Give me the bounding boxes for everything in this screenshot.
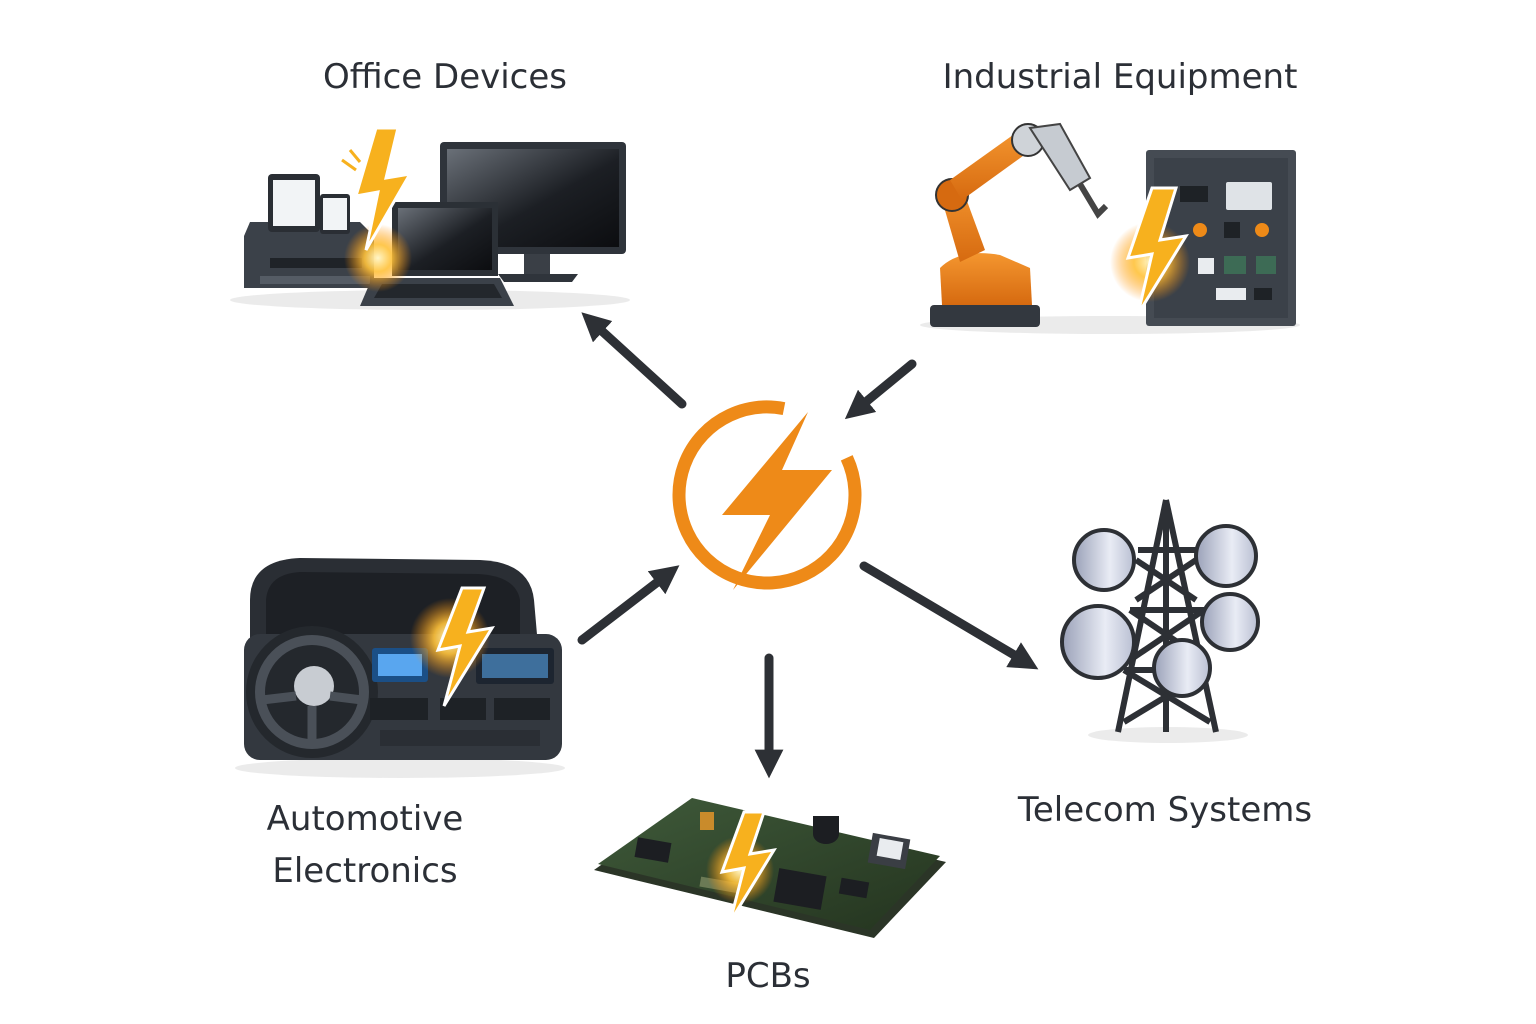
label-pcbs: PCBs (725, 956, 811, 996)
arrow-from-automotive (577, 565, 680, 645)
label-office-devices: Office Devices (322, 57, 568, 97)
center-lightning-icon (672, 400, 862, 590)
label-automotive-line1: Automotive (266, 799, 464, 839)
arrow-to-telecom (859, 561, 1039, 670)
automotive-dashboard-icon (235, 558, 565, 778)
office-devices-icon (230, 126, 630, 310)
label-telecom-systems: Telecom Systems (1017, 790, 1313, 830)
industrial-equipment-icon (920, 122, 1300, 334)
label-automotive-line2: Electronics (272, 851, 458, 891)
label-industrial-equipment: Industrial Equipment (942, 57, 1298, 97)
pcb-board-icon (594, 798, 946, 938)
telecom-tower-icon (1060, 499, 1260, 743)
arrow-from-industrial (844, 359, 917, 420)
arrows (577, 312, 1039, 779)
arrow-to-office (581, 312, 687, 409)
label-automotive-electronics: Automotive Electronics (195, 793, 535, 897)
